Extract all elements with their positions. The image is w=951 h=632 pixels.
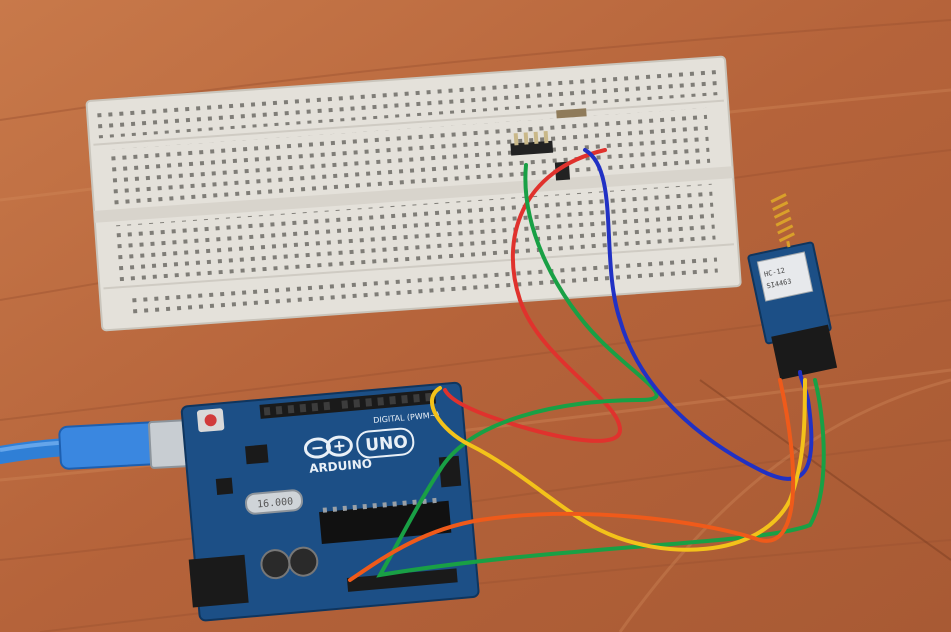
breadboard xyxy=(85,55,742,332)
arduino-logo-icon xyxy=(303,435,353,459)
breadboard-power-rail-bottom xyxy=(127,251,719,319)
arduino-uno-board: DIGITAL (PWM~) ARDUINO UNO 16.000 xyxy=(180,381,480,622)
atmega328p-chip xyxy=(319,500,452,545)
wire-orange xyxy=(348,378,796,582)
crystal-marking: 16.000 xyxy=(257,496,294,510)
breadboard-terminal-strip-top xyxy=(107,107,711,206)
spring-antenna xyxy=(770,193,795,248)
usb-serial-chip xyxy=(245,444,269,465)
breadboard-terminal-strip-bottom xyxy=(113,183,716,282)
jumper-wires xyxy=(348,148,826,582)
icsp-header xyxy=(438,455,462,488)
module-pin-header xyxy=(771,324,838,380)
breadboard-pin-header xyxy=(510,108,587,181)
wire-yellow xyxy=(430,378,807,552)
wire-green xyxy=(376,163,826,578)
wire-blue xyxy=(583,148,814,481)
capacitor xyxy=(288,546,319,577)
board-model-text: UNO xyxy=(365,432,409,456)
board-brand-text: ARDUINO xyxy=(309,456,373,475)
hc12-radio-module: HC-12 SI4463 xyxy=(747,193,838,380)
crystal-oscillator xyxy=(244,489,304,515)
power-analog-header xyxy=(346,568,458,592)
reset-button-cap xyxy=(204,414,217,427)
dc-power-jack xyxy=(188,554,249,608)
wire-red xyxy=(443,148,623,443)
breadboard-power-rail-top xyxy=(95,67,718,139)
rf-shield-can xyxy=(756,251,814,302)
